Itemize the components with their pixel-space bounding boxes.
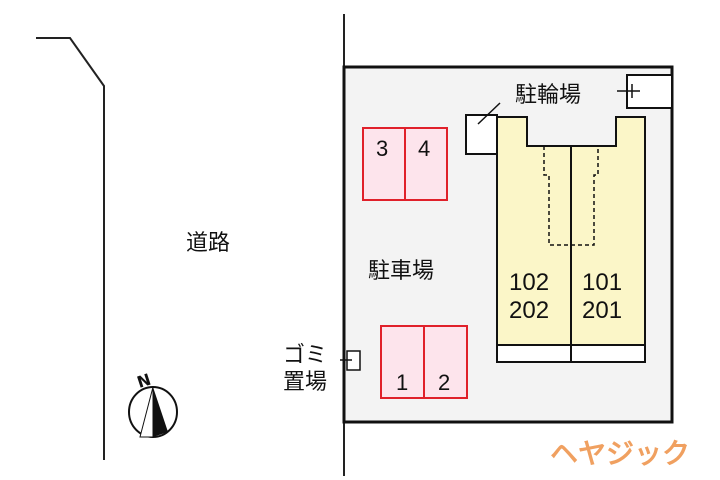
svg-text:ヘヤジック: ヘヤジック — [550, 437, 690, 470]
bicycle-parking-box — [626, 74, 673, 109]
garbage-label: 置場 — [283, 370, 327, 395]
svg-text:101: 101 — [582, 269, 622, 296]
svg-text:201: 201 — [582, 297, 622, 324]
svg-text:N: N — [135, 370, 154, 392]
svg-text:3: 3 — [376, 136, 388, 161]
svg-text:4: 4 — [418, 136, 430, 161]
road-label: 道路 — [186, 231, 230, 256]
building: 102 202 101 201 — [496, 116, 646, 363]
road-edge-line — [36, 37, 105, 460]
parking-space-1-2: 1 2 — [380, 325, 468, 399]
svg-text:2: 2 — [438, 370, 450, 395]
bicycle-parking-label: 駐輪場 — [515, 83, 581, 108]
parking-label: 駐車場 — [368, 259, 434, 284]
parking-space-3-4: 3 4 — [362, 127, 448, 201]
svg-text:1: 1 — [396, 370, 408, 395]
svg-text:202: 202 — [509, 297, 549, 324]
watermark-logo: ヘヤジック — [550, 437, 690, 470]
svg-text:102: 102 — [509, 269, 549, 296]
north-arrow-icon: N — [128, 370, 178, 438]
garbage-label: ゴミ — [283, 343, 327, 368]
